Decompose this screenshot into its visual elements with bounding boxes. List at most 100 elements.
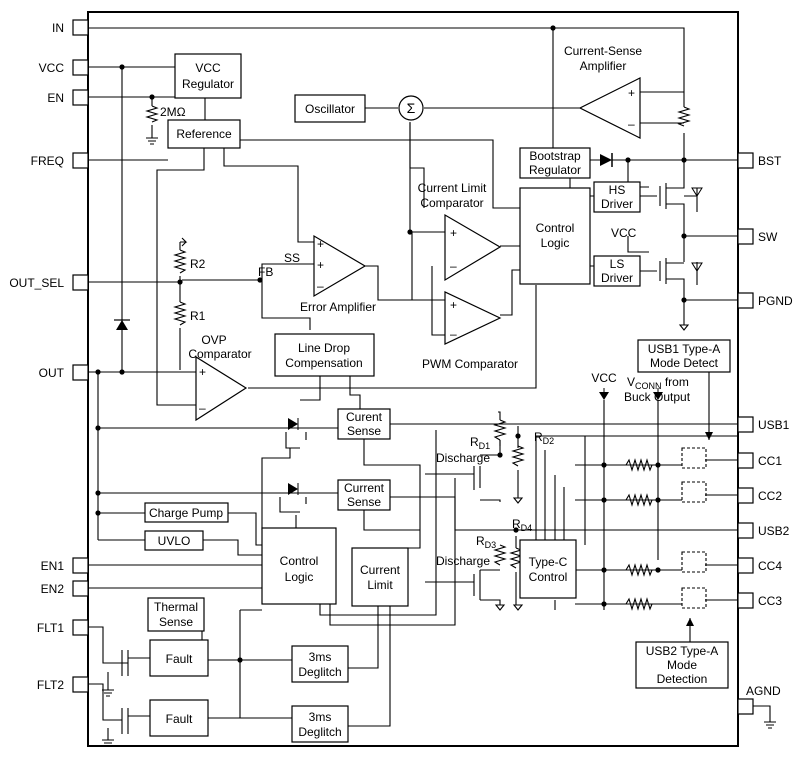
svg-text:Fault: Fault	[166, 652, 193, 666]
svg-text:Logic: Logic	[541, 236, 570, 250]
svg-text:Buck Output: Buck Output	[624, 390, 691, 404]
pin-flt2: FLT2	[37, 676, 89, 693]
svg-text:+: +	[450, 226, 457, 240]
svg-text:Sense: Sense	[347, 424, 381, 438]
svg-text:RD3: RD3	[476, 534, 496, 550]
wires	[88, 27, 771, 740]
deglitch-1-block: 3ms Deglitch	[291, 645, 349, 683]
svg-text:VCC: VCC	[611, 226, 637, 240]
svg-text:OUT_SEL: OUT_SEL	[9, 276, 64, 290]
svg-text:BST: BST	[758, 154, 782, 168]
pin-en: EN	[47, 89, 89, 106]
svg-text:Current: Current	[344, 481, 385, 495]
svg-text:–: –	[199, 401, 206, 415]
junctions	[95, 25, 687, 663]
pin-flt1: FLT1	[37, 619, 89, 636]
type-c-control-block: Type-C Control	[519, 539, 577, 599]
resistors	[145, 105, 691, 611]
svg-text:UVLO: UVLO	[158, 534, 191, 548]
svg-text:USB2: USB2	[758, 524, 790, 538]
resistor-rd3	[493, 544, 507, 566]
resistor-cc3	[625, 597, 653, 611]
svg-text:Detection: Detection	[657, 672, 708, 686]
r2m-label: 2MΩ	[160, 105, 186, 119]
svg-text:VCC: VCC	[591, 371, 617, 385]
svg-text:+: +	[628, 86, 635, 100]
svg-text:RD4: RD4	[512, 517, 532, 533]
svg-text:Sense: Sense	[347, 495, 381, 509]
resistor-cc1	[625, 458, 653, 472]
svg-text:Charge Pump: Charge Pump	[149, 506, 223, 520]
uvlo-block: UVLO	[144, 530, 204, 551]
svg-text:Driver: Driver	[601, 197, 633, 211]
pin-en2: EN2	[41, 580, 89, 597]
svg-text:Fault: Fault	[166, 712, 193, 726]
svg-text:Control: Control	[529, 570, 568, 584]
svg-text:+: +	[450, 298, 457, 312]
svg-text:RD2: RD2	[534, 430, 554, 446]
svg-text:–: –	[317, 279, 324, 293]
svg-text:Error Amplifier: Error Amplifier	[300, 300, 376, 314]
svg-text:Mode: Mode	[667, 658, 697, 672]
svg-text:PWM Comparator: PWM Comparator	[422, 357, 518, 371]
svg-text:SS: SS	[284, 251, 300, 265]
vcc-regulator-line2: Regulator	[182, 77, 234, 91]
resistor-r1	[173, 301, 187, 326]
pin-freq: FREQ	[31, 152, 89, 169]
svg-text:FB: FB	[258, 265, 273, 279]
vcc-regulator-line1: VCC	[195, 61, 221, 75]
svg-text:CC2: CC2	[758, 489, 782, 503]
svg-text:3ms: 3ms	[309, 650, 332, 664]
svg-text:Σ: Σ	[407, 100, 416, 116]
svg-text:Line Drop: Line Drop	[298, 341, 350, 355]
bootstrap-regulator-block: Bootstrap Regulator	[519, 147, 591, 179]
sum-node: Σ	[398, 95, 424, 121]
semiconductors	[114, 153, 713, 626]
svg-text:Current Limit: Current Limit	[418, 181, 487, 195]
svg-text:Regulator: Regulator	[529, 163, 581, 177]
resistor-rd4	[509, 547, 523, 569]
svg-text:Current: Current	[360, 563, 401, 577]
svg-text:R2: R2	[190, 257, 206, 271]
svg-text:VCC: VCC	[39, 61, 65, 75]
ground-symbols	[102, 137, 776, 747]
line-drop-compensation-block: Line Drop Compensation	[274, 333, 375, 377]
thermal-sense-block: Thermal Sense	[147, 597, 205, 632]
current-sense-1-block: Curent Sense	[337, 408, 391, 440]
resistor-cc2	[625, 493, 653, 507]
svg-text:USB1 Type-A: USB1 Type-A	[648, 342, 720, 356]
left-pins: IN VCC EN FREQ OUT_SEL OUT EN1 EN2 FLT1 …	[9, 19, 89, 693]
hs-driver-block: HS Driver	[593, 181, 641, 213]
svg-text:AGND: AGND	[746, 684, 781, 698]
svg-text:OVP: OVP	[201, 333, 226, 347]
svg-text:EN: EN	[47, 91, 64, 105]
pin-en1: EN1	[41, 557, 89, 574]
svg-text:+: +	[199, 365, 206, 379]
pin-in: IN	[52, 19, 89, 36]
ovp-comparator: + –	[195, 355, 248, 422]
resistor-cc4	[625, 563, 653, 577]
svg-text:FLT2: FLT2	[37, 678, 64, 692]
resistor-r2	[173, 249, 187, 274]
svg-text:IN: IN	[52, 21, 64, 35]
current-limit-block: Current Limit	[351, 547, 409, 607]
svg-text:+: +	[317, 237, 324, 251]
svg-text:EN2: EN2	[41, 582, 65, 596]
pin-sw: SW	[737, 228, 778, 245]
svg-text:Sense: Sense	[159, 615, 193, 629]
svg-text:Thermal: Thermal	[154, 600, 198, 614]
current-sense-2-block: Current Sense	[337, 479, 391, 511]
svg-text:Mode Detect: Mode Detect	[650, 356, 719, 370]
svg-text:Curent: Curent	[346, 410, 383, 424]
svg-text:Deglitch: Deglitch	[298, 665, 341, 679]
cs-amp-label-2: Amplifier	[580, 59, 627, 73]
deglitch-2-block: 3ms Deglitch	[291, 705, 349, 743]
svg-text:CC1: CC1	[758, 454, 782, 468]
svg-text:+: +	[317, 258, 324, 272]
resistor-2m	[145, 105, 159, 123]
usb2-detect-block: USB2 Type-A Mode Detection	[635, 641, 729, 689]
svg-text:Limit: Limit	[367, 578, 393, 592]
svg-text:Comparator: Comparator	[188, 347, 251, 361]
svg-text:Driver: Driver	[601, 271, 633, 285]
pin-cc3: CC3	[737, 592, 782, 609]
